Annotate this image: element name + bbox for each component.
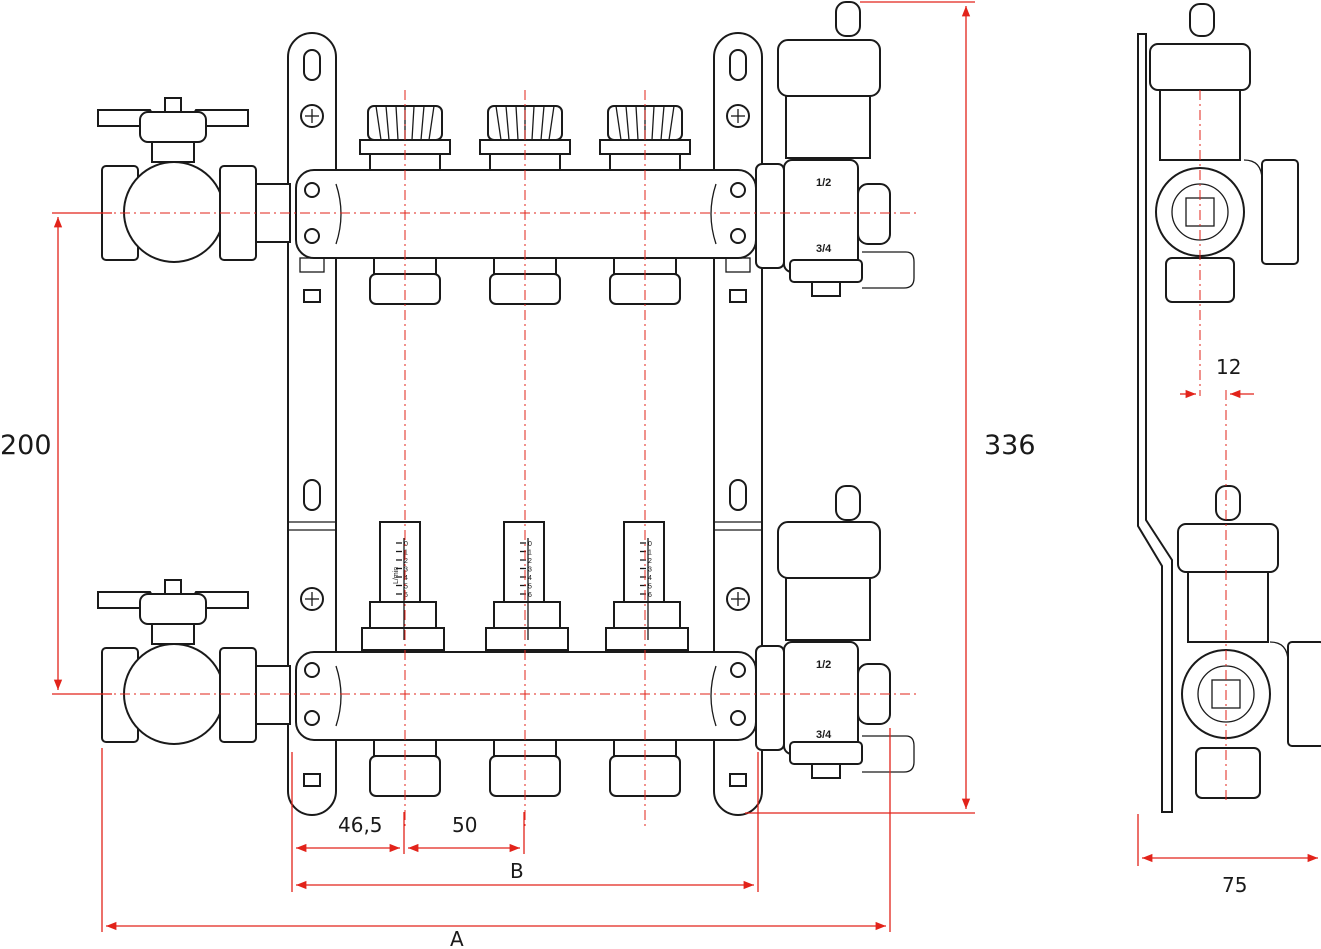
flowmeters: L/min xyxy=(361,521,689,651)
bottom-thread-label-1-2: 1/2 xyxy=(816,659,831,671)
flowmeter-scale-label: 5 xyxy=(404,584,408,591)
screw-icon xyxy=(300,104,750,611)
bottom-thread-label-3-4: 3/4 xyxy=(816,729,832,741)
dimension-pitch: 50 xyxy=(452,813,477,837)
flowmeter-scale-label: 6 xyxy=(648,592,652,599)
dimension-offset: 12 xyxy=(1216,355,1241,379)
flowmeter-scale-label: 3 xyxy=(404,567,408,574)
bottom-end-fitting: 1/2 3/4 xyxy=(755,485,915,779)
flowmeter-scale-label: 4 xyxy=(528,575,532,582)
top-end-fitting: 1/2 3/4 xyxy=(755,1,915,297)
dimension-height-total: 336 xyxy=(984,430,1036,461)
dimension-pitch-first: 46,5 xyxy=(338,813,383,837)
dimension-width-b: B xyxy=(510,859,524,883)
flowmeter-scale-label: 6 xyxy=(528,592,532,599)
flowmeter-scale-label: 4 xyxy=(404,575,408,582)
center-lines xyxy=(60,90,920,830)
bottom-manifold xyxy=(295,651,757,741)
flowmeter-2 xyxy=(485,521,569,651)
flowmeter-scale-label: 1 xyxy=(648,550,652,557)
flowmeter-scale-label: 3 xyxy=(648,567,652,574)
dimension-depth: 75 xyxy=(1222,873,1247,897)
bottom-ball-valve xyxy=(97,579,291,745)
top-manifold xyxy=(295,169,757,273)
dimension-width-a: A xyxy=(450,927,464,949)
top-valve-knobs xyxy=(359,105,691,171)
flowmeter-scale-label: 0 xyxy=(528,541,532,548)
top-thread-label-1-2: 1/2 xyxy=(816,177,831,189)
flowmeter-scale-label: 2 xyxy=(404,558,408,565)
flowmeter-scale-label: 1 xyxy=(404,550,408,557)
flowmeter-scale-label: 5 xyxy=(648,584,652,591)
bottom-outlets xyxy=(369,739,681,797)
flowmeter-scale-label: 2 xyxy=(648,558,652,565)
flowmeter-1: L/min xyxy=(361,521,445,651)
svg-text:L/min: L/min xyxy=(393,567,400,584)
top-ball-valve xyxy=(97,97,291,263)
top-thread-label-3-4: 3/4 xyxy=(816,243,832,255)
flowmeter-scale-label: 3 xyxy=(528,567,532,574)
flowmeter-scale-label: 0 xyxy=(648,541,652,548)
flowmeter-scale-label: 6 xyxy=(404,592,408,599)
flowmeter-scale-label: 1 xyxy=(528,550,532,557)
flowmeter-scale-label: 0 xyxy=(404,541,408,548)
dimension-height-axis: 200 xyxy=(0,430,52,461)
flowmeter-3 xyxy=(605,521,689,651)
flowmeter-scale-label: 2 xyxy=(528,558,532,565)
side-view xyxy=(1137,3,1321,813)
flowmeter-scale-label: 5 xyxy=(528,584,532,591)
flowmeter-scale-label: 4 xyxy=(648,575,652,582)
